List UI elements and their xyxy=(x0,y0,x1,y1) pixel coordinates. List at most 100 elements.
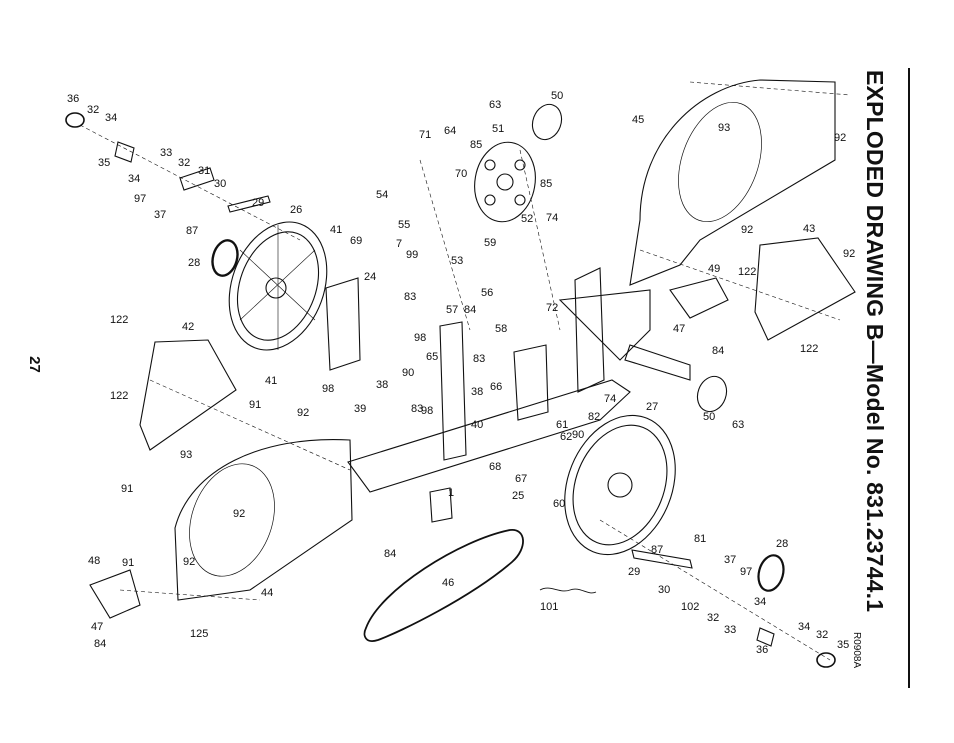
callout-92: 92 xyxy=(297,407,309,419)
fan-wheel xyxy=(228,221,328,351)
callout-29: 29 xyxy=(628,566,640,578)
callout-33: 33 xyxy=(724,624,736,636)
callout-83: 83 xyxy=(473,353,485,365)
callout-57: 57 xyxy=(446,304,458,316)
callout-35: 35 xyxy=(98,157,110,169)
callout-32: 32 xyxy=(178,157,190,169)
callout-85: 85 xyxy=(540,178,552,190)
callout-43: 43 xyxy=(803,223,815,235)
callout-83: 83 xyxy=(404,291,416,303)
callout-1: 1 xyxy=(448,487,454,499)
drive-belt-46 xyxy=(363,529,524,642)
callout-47: 47 xyxy=(91,621,103,633)
callout-53: 53 xyxy=(451,255,463,267)
callout-49: 49 xyxy=(708,263,720,275)
callout-34: 34 xyxy=(105,112,117,124)
callout-122: 122 xyxy=(110,314,128,326)
callout-125: 125 xyxy=(190,628,208,640)
callout-56: 56 xyxy=(481,287,493,299)
left-shroud-44 xyxy=(174,438,353,601)
callout-85: 85 xyxy=(470,139,482,151)
callout-61: 61 xyxy=(556,419,568,431)
callout-83: 83 xyxy=(411,403,423,415)
pulley-51 xyxy=(474,141,536,223)
callout-32: 32 xyxy=(707,612,719,624)
callout-36: 36 xyxy=(756,644,768,656)
callout-66: 66 xyxy=(490,381,502,393)
callout-87: 87 xyxy=(651,544,663,556)
callout-82: 82 xyxy=(588,411,600,423)
title-block: EXPLODED DRAWING B—Model No. 831.23744.1 xyxy=(862,70,908,690)
callout-46: 46 xyxy=(442,577,454,589)
callout-97: 97 xyxy=(134,193,146,205)
callout-34: 34 xyxy=(754,596,766,608)
callout-92: 92 xyxy=(834,132,846,144)
callout-59: 59 xyxy=(484,237,496,249)
callout-39: 39 xyxy=(354,403,366,415)
callout-98: 98 xyxy=(421,405,433,417)
callout-74: 74 xyxy=(604,393,616,405)
callout-81: 81 xyxy=(694,533,706,545)
callout-84: 84 xyxy=(384,548,396,560)
callout-92: 92 xyxy=(233,508,245,520)
callout-50: 50 xyxy=(703,411,715,423)
callout-37: 37 xyxy=(724,554,736,566)
callout-92: 92 xyxy=(183,556,195,568)
right-shroud-45 xyxy=(629,79,836,286)
title-rule xyxy=(908,68,910,688)
callout-122: 122 xyxy=(800,343,818,355)
callout-38: 38 xyxy=(376,379,388,391)
callout-72: 72 xyxy=(546,302,558,314)
callout-93: 93 xyxy=(718,122,730,134)
callout-101: 101 xyxy=(540,601,558,613)
callout-28: 28 xyxy=(188,257,200,269)
ring-28 xyxy=(211,239,239,277)
callout-91: 91 xyxy=(122,557,134,569)
callout-36: 36 xyxy=(67,93,79,105)
callout-69: 69 xyxy=(350,235,362,247)
rear-post xyxy=(574,267,605,393)
callout-52: 52 xyxy=(521,213,533,225)
callout-58: 58 xyxy=(495,323,507,335)
flywheel-27 xyxy=(564,414,676,556)
callout-38: 38 xyxy=(471,386,483,398)
callout-62: 62 xyxy=(560,431,572,443)
callout-41: 41 xyxy=(265,375,277,387)
callout-63: 63 xyxy=(489,99,501,111)
callout-68: 68 xyxy=(489,461,501,473)
callout-93: 93 xyxy=(180,449,192,461)
callout-26: 26 xyxy=(290,204,302,216)
callout-71: 71 xyxy=(419,129,431,141)
callout-98: 98 xyxy=(414,332,426,344)
upright-post xyxy=(439,321,467,461)
callout-55: 55 xyxy=(398,219,410,231)
callout-32: 32 xyxy=(87,104,99,116)
callout-24: 24 xyxy=(364,271,376,283)
callout-98: 98 xyxy=(322,383,334,395)
callout-42: 42 xyxy=(182,321,194,333)
callout-97: 97 xyxy=(740,566,752,578)
callout-102: 102 xyxy=(681,601,699,613)
callout-84: 84 xyxy=(94,638,106,650)
callout-37: 37 xyxy=(154,209,166,221)
callout-74: 74 xyxy=(546,212,558,224)
callout-84: 84 xyxy=(712,345,724,357)
page-number: 27 xyxy=(25,356,43,373)
callout-45: 45 xyxy=(632,114,644,126)
callout-25: 25 xyxy=(512,490,524,502)
drawing-title: EXPLODED DRAWING B—Model No. 831.23744.1 xyxy=(862,70,888,613)
callout-32: 32 xyxy=(816,629,828,641)
callout-30: 30 xyxy=(658,584,670,596)
callout-122: 122 xyxy=(738,266,756,278)
callout-31: 31 xyxy=(198,165,210,177)
callout-47: 47 xyxy=(673,323,685,335)
callout-54: 54 xyxy=(376,189,388,201)
callout-84: 84 xyxy=(464,304,476,316)
callout-29: 29 xyxy=(252,197,264,209)
callout-92: 92 xyxy=(741,224,753,236)
callout-91: 91 xyxy=(249,399,261,411)
callout-67: 67 xyxy=(515,473,527,485)
callout-28: 28 xyxy=(776,538,788,550)
